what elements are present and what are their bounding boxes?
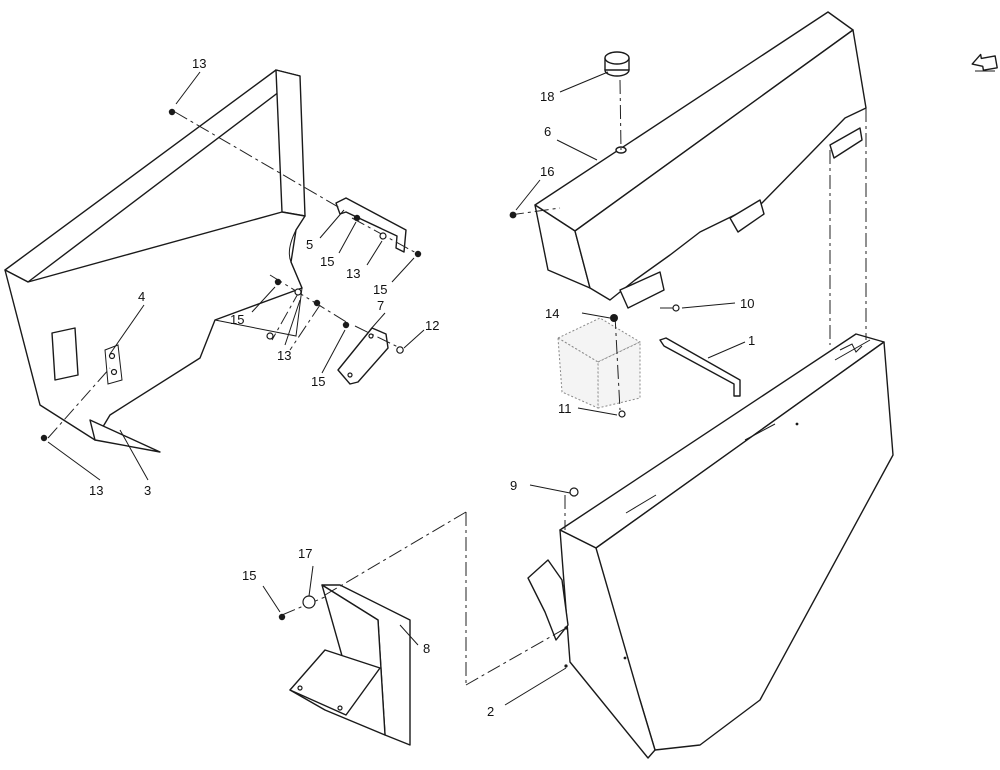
right-side-panel [527,333,894,759]
callout-15: 15 [311,374,325,389]
shield-8 [289,584,411,746]
callout-3: 3 [144,483,151,498]
leader-lines [47,71,746,706]
callout-10: 10 [740,296,754,311]
callout-6: 6 [544,124,551,139]
callout-18: 18 [540,89,554,104]
callout-8: 8 [423,641,430,656]
callout-1: 1 [748,333,755,348]
callout-16: 16 [540,164,554,179]
return-arrow-icon[interactable] [971,52,998,72]
callout-13: 13 [277,348,291,363]
strap-1 [659,337,741,397]
callout-15: 15 [230,312,244,327]
callout-2: 2 [487,704,494,719]
callout-13: 13 [346,266,360,281]
alignment-lines [47,79,867,686]
callout-15: 15 [242,568,256,583]
callout-4: 4 [138,289,145,304]
fuel-cap [604,51,630,77]
callout-labels: 13 5 15 13 15 4 15 13 15 7 12 13 3 18 6 … [89,56,755,719]
callout-13: 13 [89,483,103,498]
left-side-panel [4,69,306,453]
callout-11: 11 [558,401,572,416]
ghost-bracket [556,317,642,409]
callout-5: 5 [306,237,313,252]
bracket-5 [335,197,407,253]
callout-13: 13 [192,56,206,71]
callout-15: 15 [373,282,387,297]
callout-12: 12 [425,318,439,333]
hardware [40,108,680,621]
callout-14: 14 [545,306,559,321]
bracket-7 [337,327,389,385]
tank [534,11,867,309]
callout-9: 9 [510,478,517,493]
callout-17: 17 [298,546,312,561]
callout-7: 7 [377,298,384,313]
callout-15: 15 [320,254,334,269]
